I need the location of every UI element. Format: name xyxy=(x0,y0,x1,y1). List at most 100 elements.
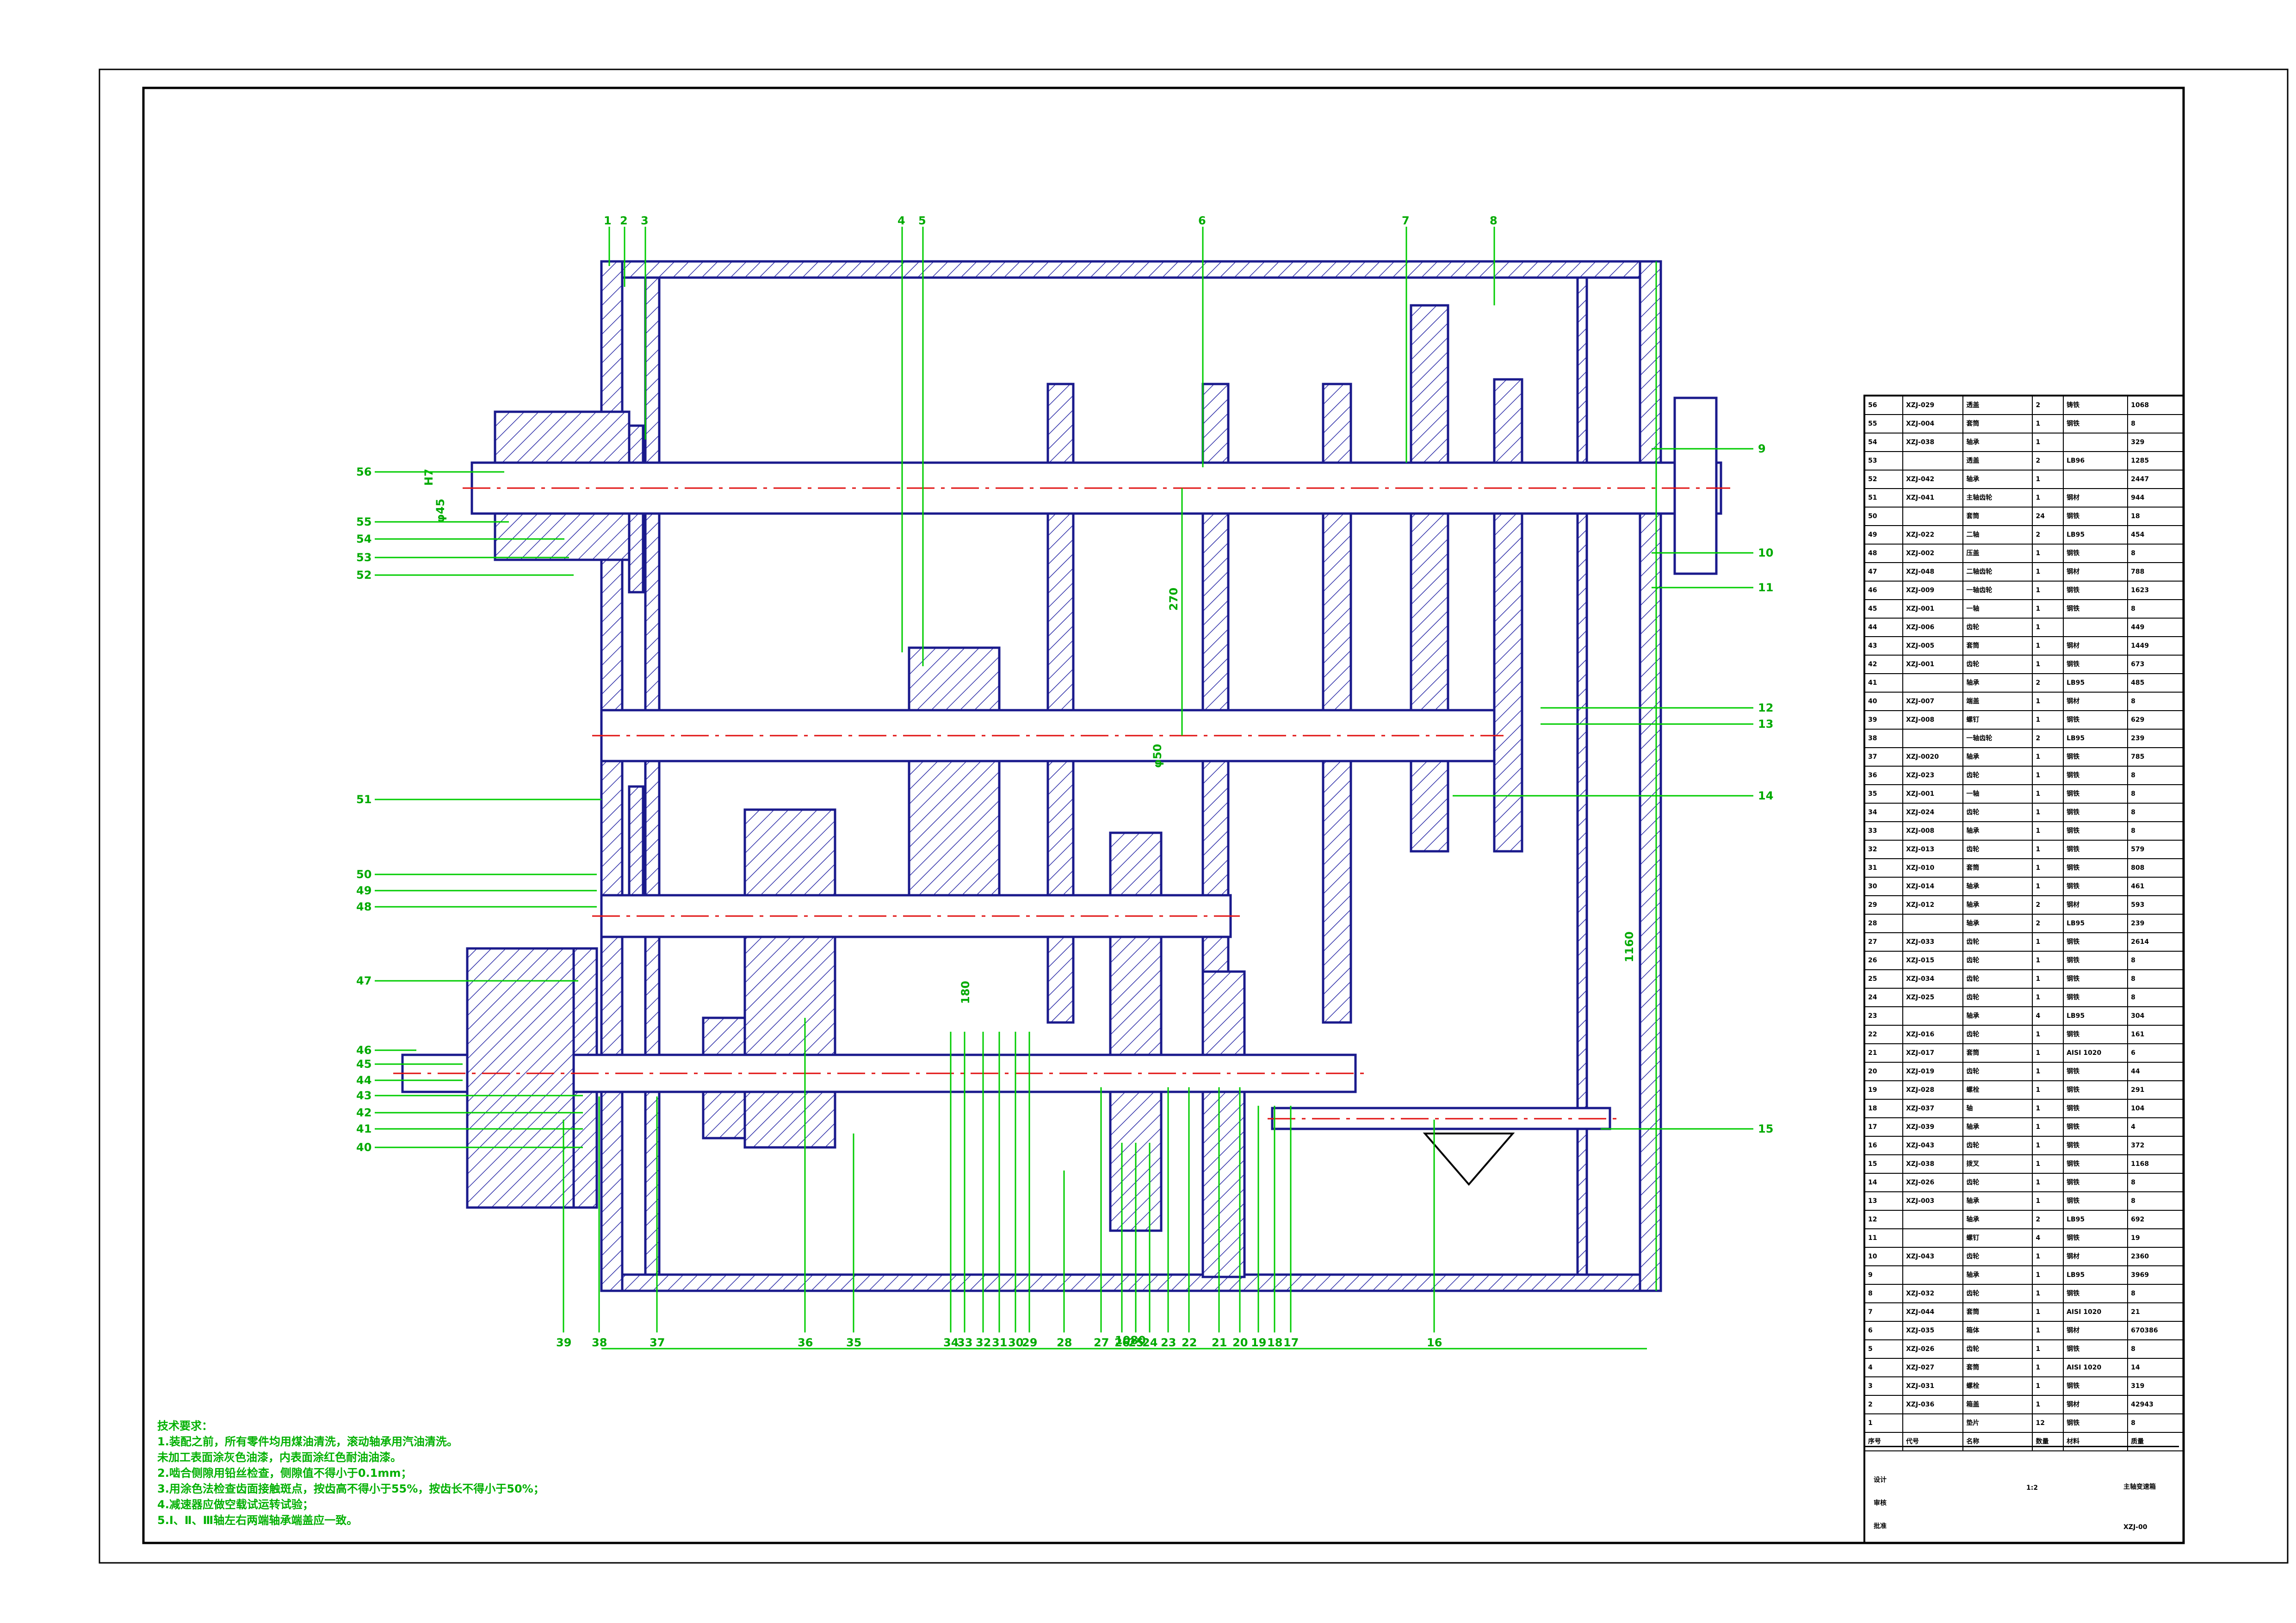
callout-27: 27 xyxy=(1094,1336,1109,1349)
bom-cell: 1 xyxy=(2032,1062,2064,1081)
callout-39: 39 xyxy=(556,1336,571,1349)
bom-cell: 1 xyxy=(2032,414,2064,434)
bom-cell: 27 xyxy=(1864,932,1904,952)
bom-cell: AISI 1020 xyxy=(2063,1043,2129,1063)
bom-cell: 钢铁 xyxy=(2063,414,2129,434)
callout-19: 19 xyxy=(1251,1336,1266,1349)
bom-cell: 钢铁 xyxy=(2063,1284,2129,1303)
drawing-number: XZJ-00 xyxy=(2123,1524,2147,1531)
bom-cell: XZJ-036 xyxy=(1902,1395,1964,1414)
callout-49: 49 xyxy=(356,884,371,897)
callout-22: 22 xyxy=(1182,1336,1197,1349)
bom-cell: XZJ-048 xyxy=(1902,562,1964,582)
bom-cell: 2360 xyxy=(2127,1247,2184,1266)
bom-cell: 8 xyxy=(2127,766,2184,785)
bom-cell: 50 xyxy=(1864,507,1904,526)
bom-cell: 304 xyxy=(2127,1006,2184,1026)
bom-cell: 673 xyxy=(2127,655,2184,674)
bom-cell: XZJ-023 xyxy=(1902,766,1964,785)
callout-37: 37 xyxy=(650,1336,665,1349)
bom-cell: XZJ-008 xyxy=(1902,821,1964,841)
bom-cell: XZJ-027 xyxy=(1902,1358,1964,1377)
center-lines xyxy=(393,487,1730,1120)
bom-cell: 26 xyxy=(1864,951,1904,970)
notes-line: 未加工表面涂灰色油漆，内表面涂红色耐油油漆。 xyxy=(157,1451,402,1464)
bom-cell: 8 xyxy=(2127,1173,2184,1192)
bom-cell: 轴 xyxy=(1962,1099,2033,1118)
callout-10: 10 xyxy=(1758,546,1773,559)
bom-cell xyxy=(1902,673,1964,693)
bom-cell: 套筒 xyxy=(1962,414,2033,434)
bom-header-cell: 数量 xyxy=(2032,1432,2064,1451)
bom-cell: 轴承 xyxy=(1962,433,2033,452)
bom-cell: 24 xyxy=(1864,988,1904,1007)
bom-cell: 2 xyxy=(2032,525,2064,545)
callout-32: 32 xyxy=(976,1336,991,1349)
bom-cell: 329 xyxy=(2127,433,2184,452)
bom-cell: 套筒 xyxy=(1962,1358,2033,1377)
bom-cell: 8 xyxy=(2127,784,2184,804)
bom-cell: 1 xyxy=(2032,562,2064,582)
notes-line: 4.减速器应做空载试运转试验； xyxy=(157,1498,314,1511)
notes-line: 3.用涂色法检查齿面接触斑点，按齿高不得小于55%，按齿长不得小于50%； xyxy=(157,1482,545,1495)
bom-cell: 轴承 xyxy=(1962,1117,2033,1137)
bom-cell: 轴承 xyxy=(1962,821,2033,841)
callout-15: 15 xyxy=(1758,1122,1773,1135)
bom-cell: 轴承 xyxy=(1962,1265,2033,1285)
bom-cell: 套筒 xyxy=(1962,858,2033,878)
bom-cell: XZJ-019 xyxy=(1902,1062,1964,1081)
bom-cell: XZJ-026 xyxy=(1902,1173,1964,1192)
bom-cell: 齿轮 xyxy=(1962,1284,2033,1303)
bom-cell: 轴承 xyxy=(1962,877,2033,896)
bom-cell: 钢铁 xyxy=(2063,932,2129,952)
callout-3: 3 xyxy=(641,214,649,227)
callout-13: 13 xyxy=(1758,718,1773,731)
bom-cell: 1 xyxy=(2032,1376,2064,1396)
bom-cell: 34 xyxy=(1864,803,1904,822)
bom-cell: 1 xyxy=(2032,581,2064,600)
callouts-right: 9 10 11 12 13 14 15 xyxy=(1453,442,1773,1135)
bom-cell: 1 xyxy=(2032,470,2064,489)
callout-36: 36 xyxy=(798,1336,813,1349)
bom-cell: 轴承 xyxy=(1962,470,2033,489)
bom-cell: 1 xyxy=(2032,1302,2064,1322)
bom-cell: 1449 xyxy=(2127,636,2184,656)
bom-cell: XZJ-029 xyxy=(1902,396,1964,415)
title-block: 设计 审核 批准 1:2 主轴变速箱 XZJ-00 xyxy=(1864,1446,2179,1542)
bom-cell: XZJ-009 xyxy=(1902,581,1964,600)
bom-cell xyxy=(2063,433,2129,452)
callout-6: 6 xyxy=(1198,214,1206,227)
dim-180: 180 xyxy=(959,981,972,1004)
bom-cell: 1 xyxy=(2032,877,2064,896)
bom-cell: XZJ-005 xyxy=(1902,636,1964,656)
bom-cell: XZJ-024 xyxy=(1902,803,1964,822)
bom-cell: LB95 xyxy=(2063,525,2129,545)
bom-cell: 2447 xyxy=(2127,470,2184,489)
bom-cell: LB95 xyxy=(2063,729,2129,748)
bom-cell: 579 xyxy=(2127,840,2184,859)
bom-cell: XZJ-037 xyxy=(1902,1099,1964,1118)
bom-cell: 8 xyxy=(1864,1284,1904,1303)
bom-cell: 54 xyxy=(1864,433,1904,452)
bom-cell: 1 xyxy=(2032,1265,2064,1285)
bom-cell: XZJ-006 xyxy=(1902,618,1964,637)
bom-cell: 8 xyxy=(2127,692,2184,711)
bom-cell: 1 xyxy=(2032,1284,2064,1303)
bom-cell: 8 xyxy=(2127,1413,2184,1433)
